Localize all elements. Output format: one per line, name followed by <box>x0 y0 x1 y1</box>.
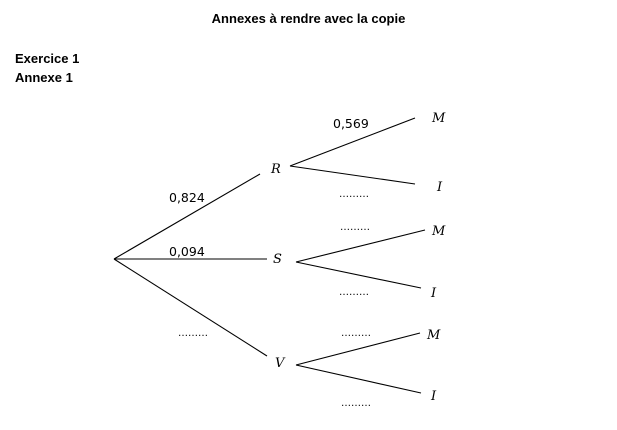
prob-V-I: ……… <box>341 398 371 409</box>
prob-S-I: ……… <box>339 287 369 298</box>
node-V-I: I <box>430 389 437 404</box>
branch-V-I <box>295 364 422 394</box>
node-R: R <box>270 162 281 177</box>
prob-V: ……… <box>178 328 208 339</box>
prob-R-M: 0,569 <box>333 116 369 131</box>
branch-S-M <box>295 229 426 263</box>
page-title: Annexes à rendre avec la copie <box>211 11 406 26</box>
node-V: V <box>275 356 286 371</box>
exercise-heading: Exercice 1 <box>15 51 80 66</box>
node-S-I: I <box>430 286 437 301</box>
prob-S: 0,094 <box>169 244 205 259</box>
prob-R-I: ……… <box>339 189 369 200</box>
node-R-I: I <box>436 180 443 195</box>
prob-R: 0,824 <box>169 190 205 205</box>
node-S: S <box>273 252 282 267</box>
node-R-M: M <box>431 111 446 126</box>
branch-root-R <box>113 173 261 260</box>
node-V-M: M <box>426 328 441 343</box>
branch-S-I <box>295 261 422 289</box>
prob-S-M: ……… <box>340 222 370 233</box>
branch-root-V <box>113 258 268 357</box>
annex-heading: Annexe 1 <box>15 70 73 85</box>
branch-V-M <box>295 332 421 366</box>
branch-R-M <box>289 117 416 167</box>
branch-R-I <box>289 165 416 185</box>
prob-V-M: ……… <box>341 328 371 339</box>
node-S-M: M <box>431 224 446 239</box>
